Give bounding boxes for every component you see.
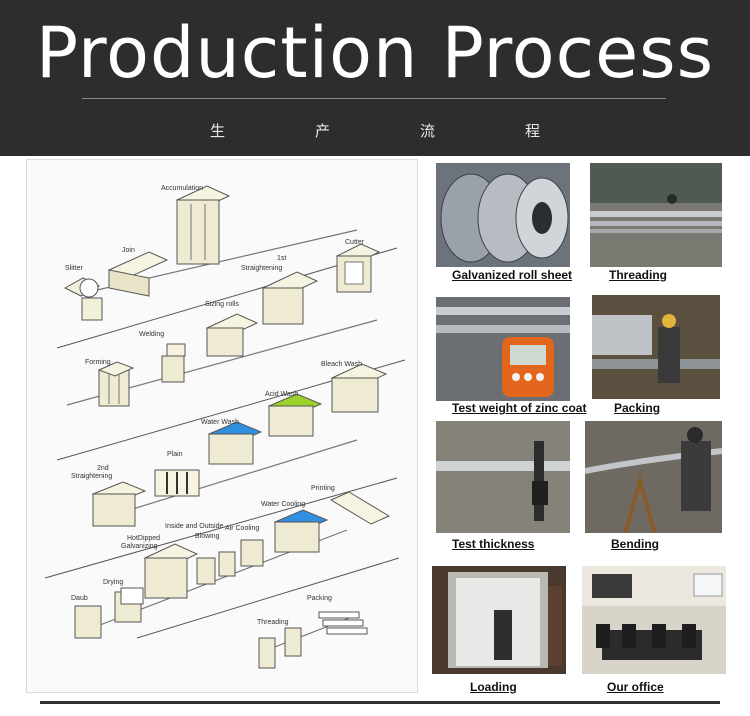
label-cutter: Cutter <box>345 239 365 246</box>
label-straightening-1st-b: Straightening <box>241 265 282 272</box>
machine-water-cooling <box>273 509 329 553</box>
subtitle-char: 生 <box>210 122 226 140</box>
machine-accumulation <box>175 185 231 265</box>
photo-bending <box>585 421 722 533</box>
title-divider <box>82 98 666 99</box>
machine-welding <box>161 343 186 383</box>
machine-plain <box>154 469 200 497</box>
label-water-wash: Water Wash <box>201 419 239 426</box>
label-water-cooling: Water Cooling <box>261 501 305 508</box>
subtitle-char: 流 <box>420 122 436 140</box>
factory-threading-image <box>590 163 722 267</box>
label-galvanizing: Galvanizing <box>121 543 158 550</box>
header-banner: Production Process 生 产 流 程 <box>0 0 750 156</box>
machine-drying <box>114 587 144 623</box>
label-accumulation: Accumulation <box>161 185 203 192</box>
subtitle-char: 程 <box>525 122 541 140</box>
label-printing: Printing <box>311 485 335 492</box>
machine-threading <box>258 627 302 669</box>
caliper-thickness-image <box>436 421 570 533</box>
caption-loading: Loading <box>470 680 517 694</box>
machine-slitter <box>63 277 103 321</box>
caption-galvanized-roll-sheet: Galvanized roll sheet <box>452 268 573 282</box>
label-welding: Welding <box>139 331 164 338</box>
photo-test-weight-zinc-coat <box>436 297 570 401</box>
label-slitter: Slitter <box>65 265 84 272</box>
machine-hotdipped-galvanizing <box>143 543 199 599</box>
photo-threading <box>590 163 722 267</box>
photo-galvanized-roll-sheet <box>436 163 570 267</box>
steel-coils-image <box>436 163 570 267</box>
floor-line <box>136 557 400 639</box>
label-daub: Daub <box>71 595 88 602</box>
caption-our-office: Our office <box>607 680 664 694</box>
caption-test-thickness: Test thickness <box>452 537 535 551</box>
machine-sizing-rolls <box>205 313 259 357</box>
subtitle-char: 产 <box>315 122 331 140</box>
label-blowing-b: Blowing <box>195 533 220 540</box>
machine-water-wash <box>207 421 263 465</box>
production-line-drawing: Accumulation Join Slitter 1st Straighten… <box>44 185 406 669</box>
floor-line <box>44 477 398 579</box>
label-packing: Packing <box>307 595 332 602</box>
photo-packing <box>592 295 720 399</box>
office-room-image <box>582 566 726 674</box>
label-acid-wash: Acid Wash <box>265 391 298 398</box>
label-straightening-2nd-b: Straightening <box>71 473 112 480</box>
machine-cutter <box>335 243 381 293</box>
machine-bleach-wash <box>330 363 388 413</box>
label-blowing-a: Inside and Outside <box>165 523 223 530</box>
machine-air-cooling <box>240 539 264 567</box>
machine-join <box>107 251 169 297</box>
machine-straightening-1 <box>261 271 319 325</box>
machine-daub <box>74 605 102 639</box>
caption-threading: Threading <box>609 268 668 282</box>
packing-worker-image <box>592 295 720 399</box>
label-threading: Threading <box>257 619 289 626</box>
label-straightening-2nd: 2nd <box>97 465 109 472</box>
container-loading-image <box>432 566 566 674</box>
machine-printing <box>329 491 391 525</box>
page-title: Production Process <box>35 12 715 94</box>
machine-straightening-2 <box>91 481 147 527</box>
label-bleach-wash: Bleach Wash <box>321 361 362 368</box>
production-line-diagram: Accumulation Join Slitter 1st Straighten… <box>26 159 418 693</box>
label-join: Join <box>122 247 135 254</box>
bottom-divider <box>40 701 720 704</box>
label-plain: Plain <box>167 451 183 458</box>
label-sizing-rolls: Sizing rolls <box>205 301 239 308</box>
subtitle-chinese: 生 产 流 程 <box>0 120 750 144</box>
zinc-gauge-image <box>436 297 570 401</box>
machine-acid-wash <box>267 393 323 437</box>
pipe-bending-image <box>585 421 722 533</box>
label-air-cooling: Air Cooling <box>225 525 259 532</box>
caption-bending: Bending <box>611 537 659 551</box>
label-straightening-1st: 1st <box>277 255 286 262</box>
machine-blowing <box>196 551 236 585</box>
label-forming: Forming <box>85 359 111 366</box>
label-drying: Drying <box>103 579 123 586</box>
packed-pipes <box>318 611 368 635</box>
caption-packing: Packing <box>614 401 661 415</box>
photo-our-office <box>582 566 726 674</box>
caption-test-weight-zinc-coat: Test weight of zinc coat <box>452 401 587 415</box>
photo-test-thickness <box>436 421 570 533</box>
label-hotdipped: HotDipped <box>127 535 160 542</box>
pipe-line <box>96 439 358 521</box>
photo-loading <box>432 566 566 674</box>
machine-forming <box>97 361 135 407</box>
